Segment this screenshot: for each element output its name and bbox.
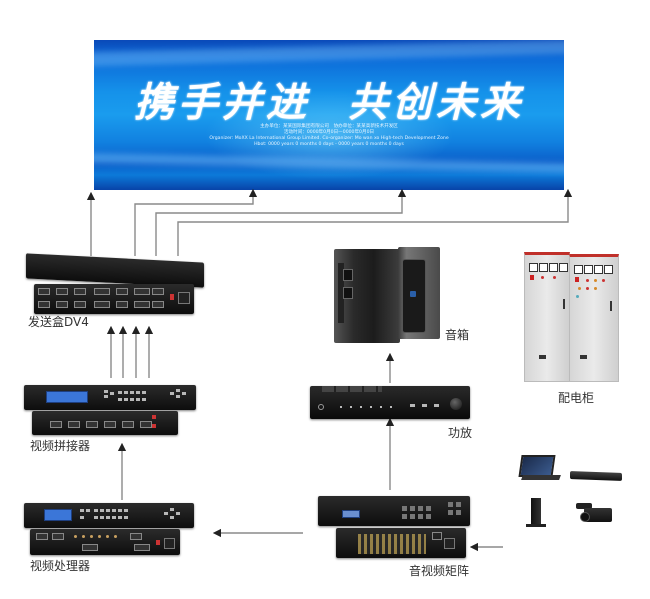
power-cabinet-left <box>524 252 570 382</box>
av-matrix-label: 音视频矩阵 <box>409 564 470 578</box>
arrow-sender-to-screen-3 <box>155 188 407 256</box>
speaker-label: 音箱 <box>445 328 470 342</box>
video-splicer-back-panel <box>32 411 178 435</box>
arrow-sender-to-screen-2 <box>134 188 258 256</box>
banner-slogan: 携手并进 共创未来 <box>94 70 564 128</box>
video-splicer-label: 视频拼接器 <box>30 439 91 453</box>
dvd-player-icon <box>570 471 622 484</box>
amplifier-chassis <box>310 386 470 419</box>
video-processor-front-panel <box>24 503 194 528</box>
power-cabinet-label: 配电柜 <box>558 391 595 405</box>
speaker-cabinet-left <box>334 249 400 343</box>
sender-box-label: 发送盒DV4 <box>28 315 89 329</box>
banner-subtitle-1: 主办单位：某某国际集团有限公司 协办单位：某某高新技术开发区 <box>260 124 398 129</box>
banner-subtitle-3: Organizer: MoXX La International Group L… <box>209 136 449 141</box>
camcorder-icon <box>576 498 616 528</box>
amplifier-label: 功放 <box>448 426 473 440</box>
video-processor-label: 视频处理器 <box>30 559 91 573</box>
video-splicer-front-panel <box>24 385 196 410</box>
av-matrix-front-panel <box>318 496 470 526</box>
led-screen-banner: 携手并进 共创未来 主办单位：某某国际集团有限公司 协办单位：某某高新技术开发区… <box>94 40 564 190</box>
arrow-sender-to-screen-4 <box>177 188 573 256</box>
av-matrix-back-panel <box>336 528 466 558</box>
laptop-icon <box>516 455 562 483</box>
banner-subtitle-4: Hbot: 0000 years 0 months 0 days - 0000 … <box>254 142 404 147</box>
speaker-cabinet-right <box>398 247 440 339</box>
slogan-part-1: 携手并进 <box>134 79 311 126</box>
slogan-part-2: 共创未来 <box>347 79 524 126</box>
video-processor-back-panel <box>30 529 180 555</box>
power-cabinet-right <box>569 254 619 382</box>
banner-subtitle-2: 活动时间：0000年0月0日—0000年0月0日 <box>283 130 375 135</box>
sender-box-chassis-back <box>34 284 194 314</box>
mini-pc-icon <box>526 498 546 530</box>
